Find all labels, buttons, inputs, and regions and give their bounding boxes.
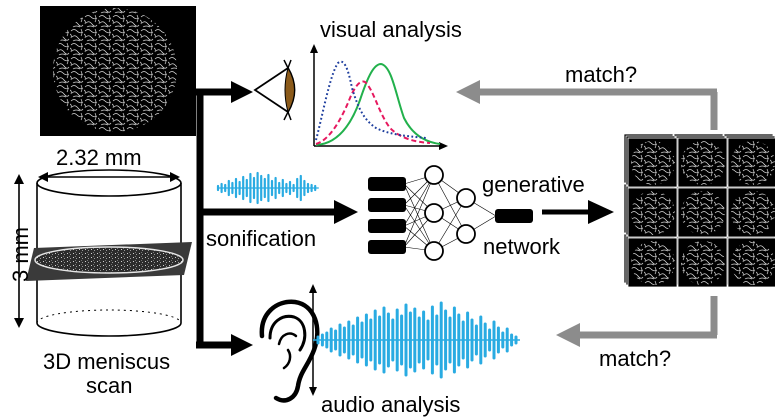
branch-arrows — [196, 81, 358, 356]
scan-label-line2: scan — [86, 373, 133, 398]
visual-analysis-label: visual analysis — [320, 17, 462, 42]
network-label: network — [483, 234, 561, 259]
network-input-bar — [368, 219, 406, 233]
generated-image-tile — [731, 241, 775, 285]
diameter-dimension-arrow — [38, 172, 180, 182]
network-input-bar — [368, 198, 406, 212]
generated-image-tile — [681, 241, 725, 285]
generated-image-tile — [681, 141, 725, 185]
audio-analysis-label: audio analysis — [321, 392, 461, 417]
generated-image-tile — [731, 191, 775, 235]
height-dimension-arrow — [14, 174, 24, 328]
sonification-label: sonification — [206, 226, 317, 251]
generated-image-tile — [631, 191, 675, 235]
network-output-bar — [495, 209, 533, 223]
neural-network-icon — [368, 165, 533, 261]
network-to-tiles-arrow — [542, 200, 614, 224]
generated-image-tile — [731, 141, 775, 185]
match-top-label: match? — [565, 62, 638, 87]
generated-image-tile — [631, 241, 675, 285]
network-input-bar — [368, 177, 406, 191]
feedback-arrow-top — [456, 80, 718, 130]
curve-green — [315, 62, 441, 146]
feedback-arrow-bottom — [556, 296, 718, 347]
curve-pink — [315, 80, 431, 145]
network-node — [456, 188, 476, 208]
generated-image-tile — [631, 141, 675, 185]
network-node — [424, 165, 444, 185]
eye-icon — [253, 59, 296, 121]
diameter-label: 2.32 mm — [56, 145, 142, 170]
generative-label: generative — [482, 172, 585, 197]
network-node — [456, 224, 476, 244]
height-label: 3 mm — [8, 227, 33, 282]
generated-images-grid — [624, 134, 775, 288]
ear-icon — [259, 299, 320, 403]
scan-slice-image — [40, 6, 196, 136]
network-input-bar — [368, 240, 406, 254]
match-bottom-label: match? — [599, 346, 672, 371]
distribution-plot — [310, 44, 448, 150]
scan-label-line1: 3D meniscus — [43, 349, 171, 374]
network-node — [424, 203, 444, 223]
audio-waveform-plot — [309, 284, 520, 396]
network-node — [424, 241, 444, 261]
generated-image-tile — [681, 191, 725, 235]
cylinder-icon — [26, 169, 192, 337]
waveform-icon — [216, 171, 319, 205]
